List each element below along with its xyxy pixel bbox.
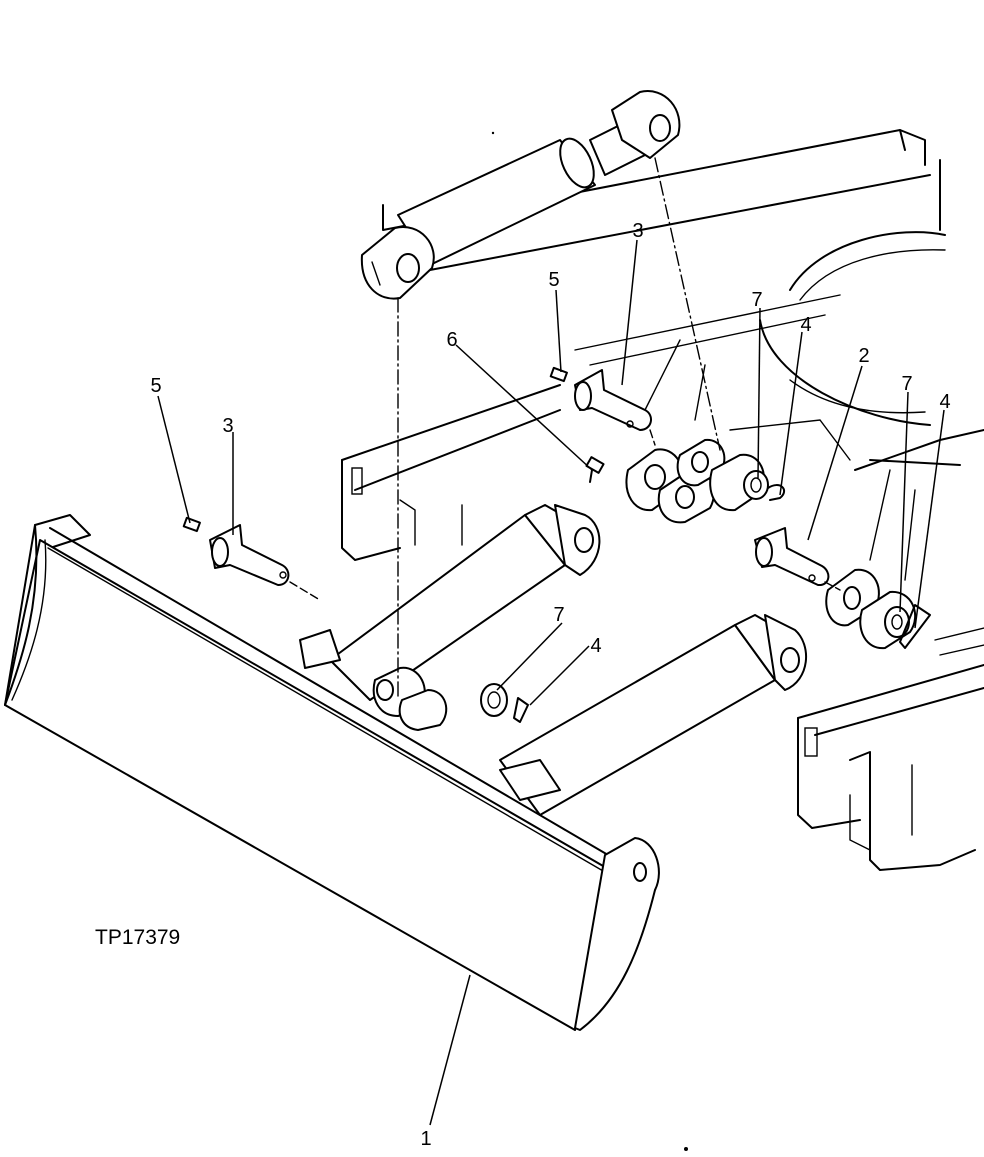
dozer-blade (4, 514, 660, 1031)
callout-4-lower: 4 (590, 635, 601, 657)
assembly-lines (289, 157, 841, 701)
speck (491, 131, 495, 135)
callout-4-right: 4 (939, 391, 950, 413)
callout-3-left: 3 (222, 415, 233, 437)
callout-7-right: 7 (901, 373, 912, 395)
callout-7-center: 7 (751, 289, 762, 311)
callout-4-center: 4 (800, 314, 811, 336)
pivot-brackets (625, 339, 917, 650)
hardware (182, 366, 931, 723)
leader-lines (157, 239, 945, 1126)
callout-7-lower: 7 (553, 604, 564, 626)
callout-5-center: 5 (548, 269, 559, 291)
callout-6: 6 (446, 329, 457, 351)
callout-3-center: 3 (632, 220, 643, 242)
callout-1: 1 (420, 1128, 431, 1150)
callout-labels: 1 2 3 3 4 4 4 5 5 6 7 7 7 TP17379 (95, 220, 951, 1150)
callout-5-left: 5 (150, 375, 161, 397)
drawing-id: TP17379 (95, 926, 180, 949)
blade-cylinder (360, 90, 681, 300)
speck (684, 1147, 688, 1151)
callout-2: 2 (858, 345, 869, 367)
blade-arms (329, 504, 808, 831)
machine-frame (341, 129, 984, 871)
